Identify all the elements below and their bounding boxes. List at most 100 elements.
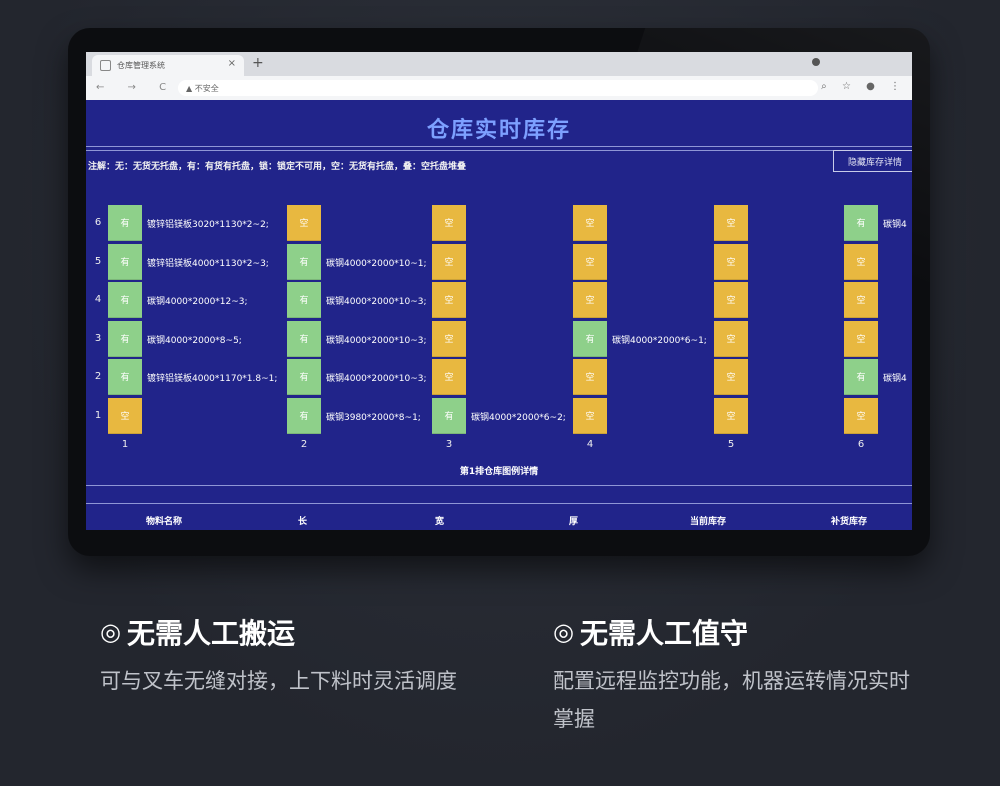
table-column-header: 物料名称: [146, 517, 183, 527]
feature-title: 无需人工搬运: [126, 617, 295, 650]
row-label: 1: [94, 409, 102, 421]
row-label: 6: [94, 217, 102, 228]
slot-cell[interactable]: 有: [287, 282, 321, 318]
slot-cell[interactable]: 有: [432, 397, 466, 434]
slot-cell[interactable]: 空: [573, 397, 607, 434]
feature-description: 配置远程监控功能，机器运转情况实时掌握: [553, 669, 910, 731]
row-label: 2: [94, 371, 102, 382]
slot-cell[interactable]: 空: [714, 359, 748, 395]
column-label: 2: [300, 439, 308, 450]
slot-cell[interactable]: 有: [287, 320, 321, 357]
material-label: 镀锌铝镁板3020*1130*2~2;: [147, 220, 269, 230]
material-label: 碳钢4: [883, 220, 907, 230]
material-label: 碳钢4000*2000*10~3;: [326, 297, 427, 307]
monitor-frame: 仓库管理系统 × + ← → C ⌂ ▲ 不安全 ⌕ ☆ ● ⋮ 仓库实时库存 …: [68, 28, 930, 556]
table-column-header: 当前库存: [690, 517, 727, 527]
slot-cell[interactable]: 空: [432, 320, 466, 357]
slot-cell[interactable]: 空: [432, 282, 466, 318]
new-tab-button[interactable]: +: [252, 55, 264, 71]
slot-cell[interactable]: 空: [432, 243, 466, 280]
material-label: 镀锌铝镁板4000*1170*1.8~1;: [147, 374, 278, 384]
material-label: 碳钢4: [883, 374, 907, 384]
inventory-page: 仓库实时库存 注解：无：无货无托盘，有：有货有托盘，锁：锁定不可用，空：无货有托…: [86, 100, 912, 530]
address-bar-row: ← → C ⌂ ▲ 不安全 ⌕ ☆ ● ⋮: [86, 76, 912, 101]
hide-details-button[interactable]: 隐藏库存详情: [833, 150, 912, 172]
slot-cell[interactable]: 有: [844, 359, 878, 395]
tab-title: 仓库管理系统: [117, 61, 165, 70]
material-label: 镀锌铝镁板4000*1130*2~3;: [147, 258, 269, 269]
slot-cell[interactable]: 空: [844, 243, 878, 280]
table-column-header: 宽: [435, 517, 445, 527]
slot-cell[interactable]: 空: [432, 205, 466, 241]
browser-tab[interactable]: 仓库管理系统 ×: [92, 55, 244, 76]
slot-cell[interactable]: 空: [287, 205, 321, 241]
slot-cell[interactable]: 空: [714, 397, 748, 434]
column-label: 1: [121, 439, 129, 450]
slot-cell[interactable]: 空: [844, 320, 878, 357]
divider: [86, 146, 912, 147]
slot-cell[interactable]: 空: [714, 243, 748, 280]
column-label: 6: [857, 439, 865, 450]
divider: [86, 485, 912, 486]
row-label: 5: [94, 255, 102, 267]
row-label: 4: [94, 294, 102, 305]
material-label: 碳钢4000*2000*12~3;: [147, 297, 248, 307]
table-header: 物料名称 长 宽 厚 当前库存 补货库存: [86, 510, 912, 530]
slot-cell[interactable]: 有: [287, 359, 321, 395]
material-label: 碳钢4000*2000*10~3;: [326, 374, 427, 384]
feature-title: 无需人工值守: [579, 617, 748, 650]
table-column-header: 厚: [569, 517, 579, 527]
table-column-header: 补货库存: [831, 517, 868, 527]
profile-icon[interactable]: [812, 58, 820, 66]
material-label: 碳钢4000*2000*8~5;: [147, 335, 242, 346]
material-label: 碳钢4000*2000*10~1;: [326, 258, 427, 269]
feature-2: ◎ 无需人工值守 配置远程监控功能，机器运转情况实时掌握: [553, 612, 913, 738]
grid-caption: 第1排仓库图例详情: [459, 467, 539, 477]
slot-cell[interactable]: 有: [108, 282, 142, 318]
slot-cell[interactable]: 有: [108, 359, 142, 395]
feature-1: ◎ 无需人工搬运 可与叉车无缝对接，上下料时灵活调度: [100, 612, 460, 700]
nav-buttons-icon[interactable]: ← → C ⌂: [96, 82, 206, 93]
slot-cell[interactable]: 有: [108, 243, 142, 280]
slot-cell[interactable]: 空: [714, 282, 748, 318]
favicon-icon: [100, 60, 111, 71]
slot-cell[interactable]: 有: [287, 243, 321, 280]
toolbar-icons[interactable]: ⌕ ☆ ● ⋮: [821, 81, 906, 92]
slot-cell[interactable]: 空: [844, 397, 878, 434]
column-label: 3: [445, 439, 453, 450]
slot-cell[interactable]: 有: [573, 320, 607, 357]
material-label: 碳钢4000*2000*6~1;: [612, 335, 707, 346]
page-title: 仓库实时库存: [426, 118, 571, 143]
slot-cell[interactable]: 有: [287, 397, 321, 434]
table-column-header: 长: [298, 517, 308, 527]
feature-description: 可与叉车无缝对接，上下料时灵活调度: [100, 669, 457, 693]
slot-cell[interactable]: 空: [844, 282, 878, 318]
slot-cell[interactable]: 空: [714, 320, 748, 357]
row-label: 3: [94, 332, 102, 344]
slot-cell[interactable]: 空: [714, 205, 748, 241]
slot-cell[interactable]: 有: [108, 205, 142, 241]
material-label: 碳钢4000*2000*10~3;: [326, 335, 427, 346]
material-label: 碳钢3980*2000*8~1;: [326, 412, 421, 423]
browser-window: 仓库管理系统 × + ← → C ⌂ ▲ 不安全 ⌕ ☆ ● ⋮ 仓库实时库存 …: [86, 52, 912, 530]
url-input[interactable]: ▲ 不安全: [178, 80, 818, 96]
slot-cell[interactable]: 空: [573, 282, 607, 318]
legend-text: 注解：无：无货无托盘，有：有货有托盘，锁：锁定不可用，空：无货有托盘，叠：空托盘…: [88, 162, 467, 172]
slot-cell[interactable]: 有: [844, 205, 878, 241]
slot-cell[interactable]: 空: [573, 243, 607, 280]
slot-cell[interactable]: 空: [108, 397, 142, 434]
not-secure-indicator[interactable]: ▲ 不安全: [186, 83, 219, 93]
tab-bar: 仓库管理系统 × +: [86, 52, 912, 76]
divider: [86, 150, 912, 151]
slot-cell[interactable]: 空: [432, 359, 466, 395]
tab-close-icon[interactable]: ×: [227, 58, 236, 69]
material-label: 碳钢4000*2000*6~2;: [471, 412, 566, 423]
slot-cell[interactable]: 空: [573, 359, 607, 395]
circle-mark-icon: ◎: [100, 618, 121, 646]
slot-cell[interactable]: 空: [573, 205, 607, 241]
column-label: 4: [586, 439, 594, 450]
column-label: 5: [727, 439, 735, 450]
divider: [86, 503, 912, 504]
circle-mark-icon: ◎: [553, 618, 574, 646]
slot-cell[interactable]: 有: [108, 320, 142, 357]
